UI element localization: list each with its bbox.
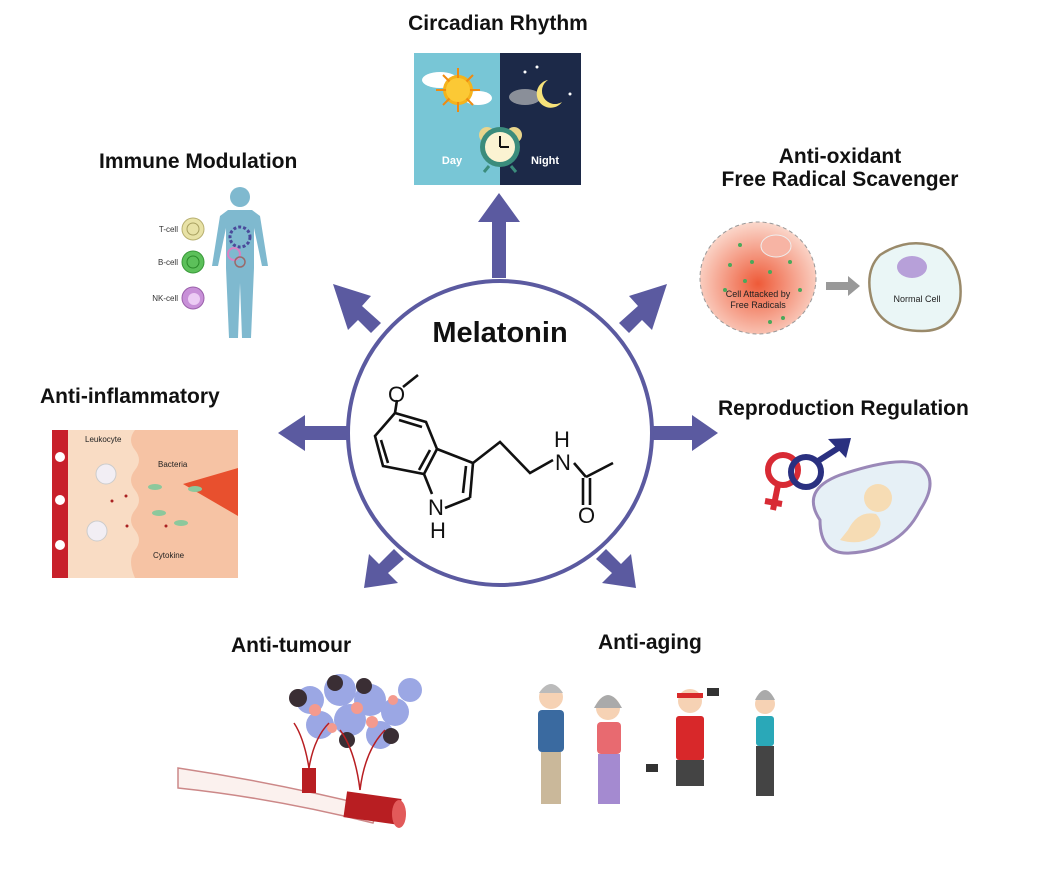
normal-cell-label: Normal Cell: [893, 294, 940, 304]
anti-aging-illustration: [538, 684, 775, 804]
arrow-right: [650, 415, 718, 451]
nk-cell-label: NK-cell: [152, 294, 178, 303]
b-cell-label: B-cell: [158, 258, 178, 267]
anti-tumour-illustration: [177, 674, 422, 828]
arrow-down-left: [364, 549, 404, 588]
arrow-down-right: [596, 549, 636, 588]
circadian-illustration: Day Night: [414, 53, 581, 185]
t-cell-label: T-cell: [159, 225, 178, 234]
title-circadian-rhythm: Circadian Rhythm: [408, 12, 588, 35]
night-label: Night: [531, 155, 559, 167]
arrow-up-right: [619, 284, 667, 333]
reproduction-illustration: [764, 438, 932, 555]
title-immune-modulation: Immune Modulation: [99, 150, 298, 173]
title-antioxidant-line2: Free Radical Scavenger: [721, 168, 959, 191]
atom-n-amide: N: [555, 450, 571, 475]
atom-n-indole: N: [428, 495, 444, 520]
atom-o-methoxy: O: [388, 382, 405, 407]
attacked-cell-label-2: Free Radicals: [730, 300, 786, 310]
arrow-up: [478, 193, 520, 278]
atom-h-indole: H: [430, 518, 446, 543]
cytokine-label: Cytokine: [153, 551, 185, 560]
melatonin-structure: [373, 373, 614, 510]
anti-inflammatory-illustration: Leukocyte Bacteria Cytokine: [52, 430, 238, 578]
title-reproduction-regulation: Reproduction Regulation: [718, 397, 969, 420]
bacteria-label: Bacteria: [158, 460, 188, 469]
attacked-cell-label-1: Cell Attacked by: [726, 289, 791, 299]
atom-o-carbonyl: O: [578, 503, 595, 528]
title-antioxidant-line1: Anti-oxidant: [778, 145, 902, 168]
immune-illustration: T-cell B-cell NK-cell: [152, 187, 268, 338]
arrow-up-left: [333, 284, 381, 333]
antioxidant-illustration: Cell Attacked by Free Radicals Normal Ce…: [699, 221, 962, 335]
arrows: [278, 193, 718, 588]
day-label: Day: [442, 155, 463, 167]
title-anti-tumour: Anti-tumour: [231, 634, 352, 657]
title-anti-aging: Anti-aging: [598, 631, 702, 654]
melatonin-circle: [346, 279, 654, 587]
atom-h-amide: H: [554, 427, 570, 452]
arrow-left: [278, 415, 350, 451]
leukocyte-label: Leukocyte: [85, 435, 122, 444]
melatonin-title: Melatonin: [432, 317, 567, 349]
title-anti-inflammatory: Anti-inflammatory: [40, 385, 220, 408]
